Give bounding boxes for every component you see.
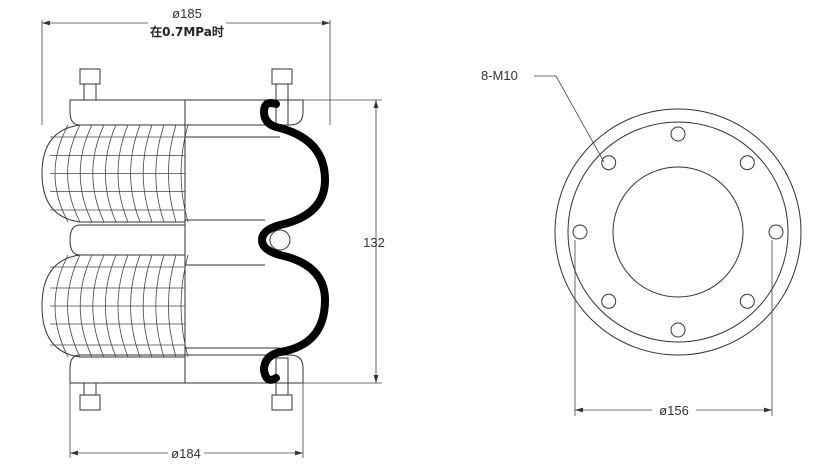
outer-circle [554, 108, 802, 356]
inner-circle [612, 166, 744, 298]
bolt-hole [739, 155, 755, 171]
bolt-leader: 8-M10 [481, 68, 605, 163]
lower-bellow [41, 254, 189, 358]
plate-circle [567, 121, 789, 343]
bolt-hole [768, 224, 784, 240]
bolt-hole [739, 293, 755, 309]
bottom-diameter-label: ø184 [171, 446, 201, 461]
bead-ring [269, 229, 291, 251]
upper-bellow [41, 124, 189, 223]
bottom-plate [69, 354, 304, 384]
rubber-profile [257, 99, 330, 384]
side-view: ø185 在0.7MPa时 132 [41, 6, 385, 461]
top-plate [69, 99, 304, 126]
height-label: 132 [363, 235, 385, 250]
bolt-circle-label: ø156 [659, 403, 689, 418]
bolt-holes [572, 126, 784, 338]
height-dimension: 132 [300, 99, 385, 384]
bolt-label: 8-M10 [481, 68, 518, 83]
bolt-hole [601, 293, 617, 309]
bolt-hole [572, 224, 588, 240]
bolt-hole [601, 155, 617, 171]
bolt-circle-dimension: ø156 [574, 240, 773, 418]
middle-ring [69, 224, 185, 256]
bolt-hole [670, 126, 686, 142]
plan-view: 8-M10 ø156 [481, 68, 802, 418]
bottom-left-bolt [79, 382, 101, 411]
top-diameter-dimension: ø185 在0.7MPa时 [41, 6, 331, 125]
top-right-bolt [271, 68, 293, 126]
bottom-right-bolt [271, 357, 293, 411]
bottom-diameter-dimension: ø184 [69, 383, 304, 461]
top-left-bolt [79, 68, 101, 101]
pressure-note: 在0.7MPa时 [150, 24, 224, 39]
top-diameter-label: ø185 [172, 6, 202, 21]
bolt-hole [670, 322, 686, 338]
